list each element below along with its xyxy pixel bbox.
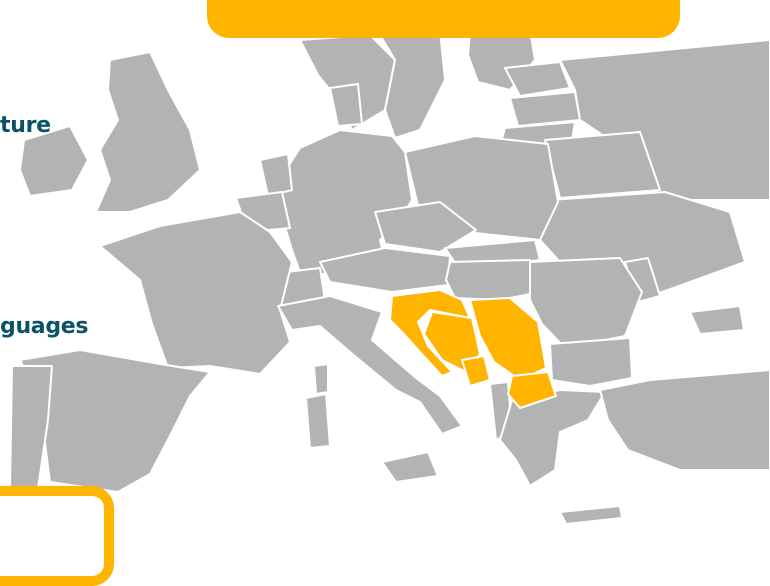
denmark-region xyxy=(329,83,363,127)
estonia-region xyxy=(504,61,571,97)
great-britain-region xyxy=(95,51,201,213)
greece-region xyxy=(499,389,606,487)
top-banner xyxy=(207,0,680,38)
north-macedonia-region xyxy=(507,371,557,409)
latvia-region xyxy=(509,91,581,127)
montenegro-region xyxy=(461,355,491,387)
corsica-region xyxy=(313,363,329,395)
netherlands-region xyxy=(259,153,293,197)
belarus-region xyxy=(544,131,661,199)
bottom-card xyxy=(0,486,114,586)
side-label-top: ture xyxy=(0,113,51,138)
portugal-region xyxy=(9,365,53,489)
czechia-region xyxy=(374,201,477,253)
bulgaria-region xyxy=(549,337,633,387)
italy-region xyxy=(277,295,463,435)
turkey-region xyxy=(599,369,770,471)
ukraine-region xyxy=(539,191,746,301)
ireland-region xyxy=(19,125,89,197)
sicily-region xyxy=(381,451,439,483)
crete-region xyxy=(559,505,623,525)
sweden-region xyxy=(379,29,446,139)
crimea-region xyxy=(689,305,745,335)
croatia-region xyxy=(389,289,471,377)
side-label-mid: guages xyxy=(0,314,89,339)
france-region xyxy=(99,211,293,375)
norway-region xyxy=(299,34,396,131)
sardinia-region xyxy=(305,393,331,449)
europe-map xyxy=(9,29,770,525)
hungary-region xyxy=(445,259,541,301)
romania-region xyxy=(529,257,643,349)
